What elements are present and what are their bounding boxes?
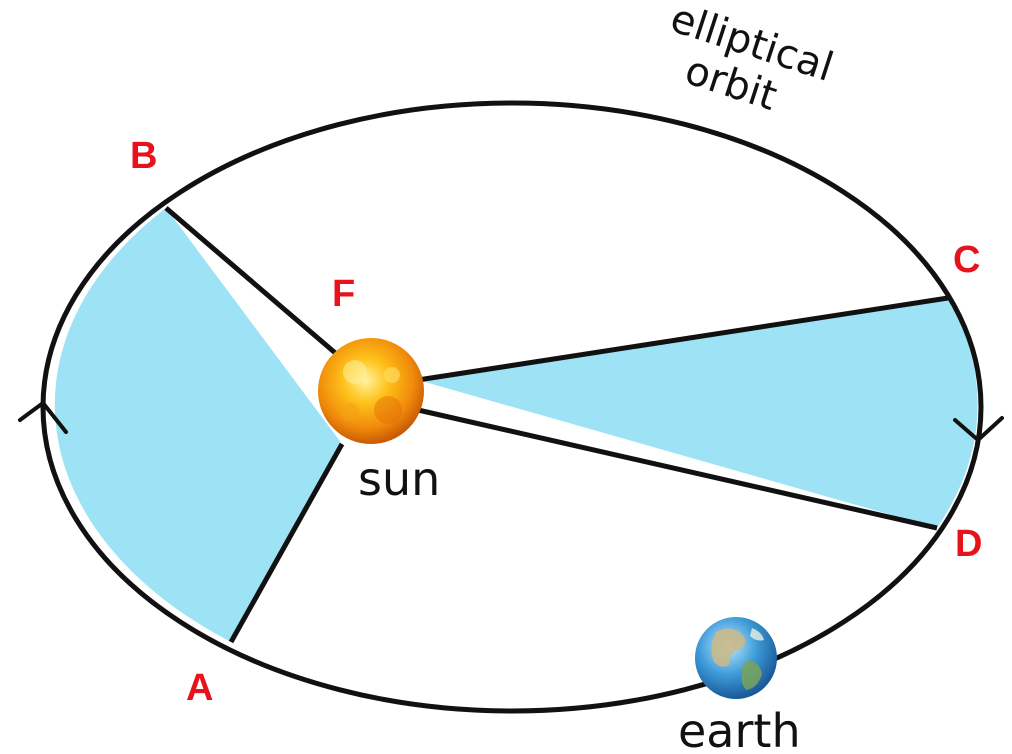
point-label-c: C xyxy=(953,239,980,281)
point-label-f: F xyxy=(332,273,355,315)
direction-arrow-left-icon xyxy=(18,401,68,434)
earth-icon xyxy=(695,617,777,699)
swept-area-ab xyxy=(54,208,342,642)
direction-arrow-right-icon xyxy=(953,416,1004,442)
sun-label: sun xyxy=(358,452,440,506)
point-label-b: B xyxy=(130,135,157,177)
point-label-d: D xyxy=(955,523,982,565)
earth-label: earth xyxy=(678,704,801,754)
sun-icon xyxy=(318,338,424,444)
radius-line-fd xyxy=(417,407,938,531)
point-label-a: A xyxy=(186,667,213,709)
elliptical-orbit xyxy=(40,100,984,714)
swept-area-cd xyxy=(418,298,978,528)
radius-line-fc xyxy=(417,295,949,383)
radius-line-fb xyxy=(164,206,342,359)
radius-line-fa xyxy=(228,442,345,644)
